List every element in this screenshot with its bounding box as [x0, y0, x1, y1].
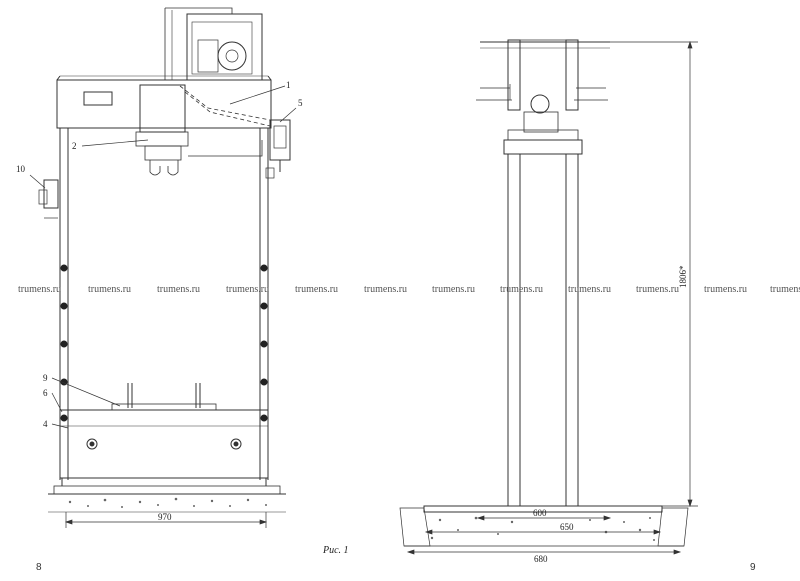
watermark-text: trumens.ru: [18, 284, 61, 295]
left-foundation-hatch: [68, 497, 267, 508]
press-bed: [59, 409, 269, 479]
height-dimension-value: 1806*: [678, 265, 688, 288]
crosshead: [503, 139, 583, 155]
right-press-drawing: [399, 39, 689, 547]
watermark-text: trumens.ru: [770, 284, 800, 295]
hydraulic-cylinder: [139, 84, 186, 133]
callout-9: 9: [43, 373, 48, 383]
page-number-left: 8: [36, 562, 42, 573]
watermark-text: trumens.ru: [226, 284, 269, 295]
watermark-text: trumens.ru: [568, 284, 611, 295]
page-number-right: 9: [750, 562, 756, 573]
top-crossbeam: [56, 79, 272, 129]
left-column-holes: [60, 264, 268, 422]
right-side-flange: [565, 39, 579, 111]
base-dimensions: [406, 515, 682, 555]
watermark-text: trumens.ru: [364, 284, 407, 295]
right-foundation-hatch: [430, 516, 655, 541]
watermark-text: trumens.ru: [295, 284, 338, 295]
left-press-drawing: [38, 7, 291, 513]
dimension-680: 680: [534, 554, 548, 564]
watermark-text: trumens.ru: [636, 284, 679, 295]
watermark-text: trumens.ru: [432, 284, 475, 295]
motor-flywheel: [217, 41, 247, 71]
watermark-text: trumens.ru: [157, 284, 200, 295]
callout-1: 1: [286, 80, 291, 90]
watermark-text: trumens.ru: [704, 284, 747, 295]
callout-6: 6: [43, 388, 48, 398]
handle-block: [43, 179, 59, 209]
side-cylinder: [530, 94, 550, 114]
dimension-600: 600: [533, 508, 547, 518]
width-dimension: [64, 512, 268, 528]
control-panel: [83, 91, 113, 106]
dimension-650: 650: [560, 522, 574, 532]
watermark-row: trumens.ru trumens.ru trumens.ru trumens…: [18, 284, 800, 295]
callout-5: 5: [298, 98, 303, 108]
callout-leaders-left: [29, 85, 297, 429]
callout-2: 2: [72, 141, 77, 151]
watermark-text: trumens.ru: [500, 284, 543, 295]
width-dimension-value: 970: [158, 512, 172, 522]
figure-caption: Рис. 1: [322, 545, 349, 556]
callout-4: 4: [43, 419, 48, 429]
left-side-flange: [507, 39, 521, 111]
height-dimension: [610, 40, 698, 508]
callout-10: 10: [16, 164, 26, 174]
watermark-text: trumens.ru: [88, 284, 131, 295]
